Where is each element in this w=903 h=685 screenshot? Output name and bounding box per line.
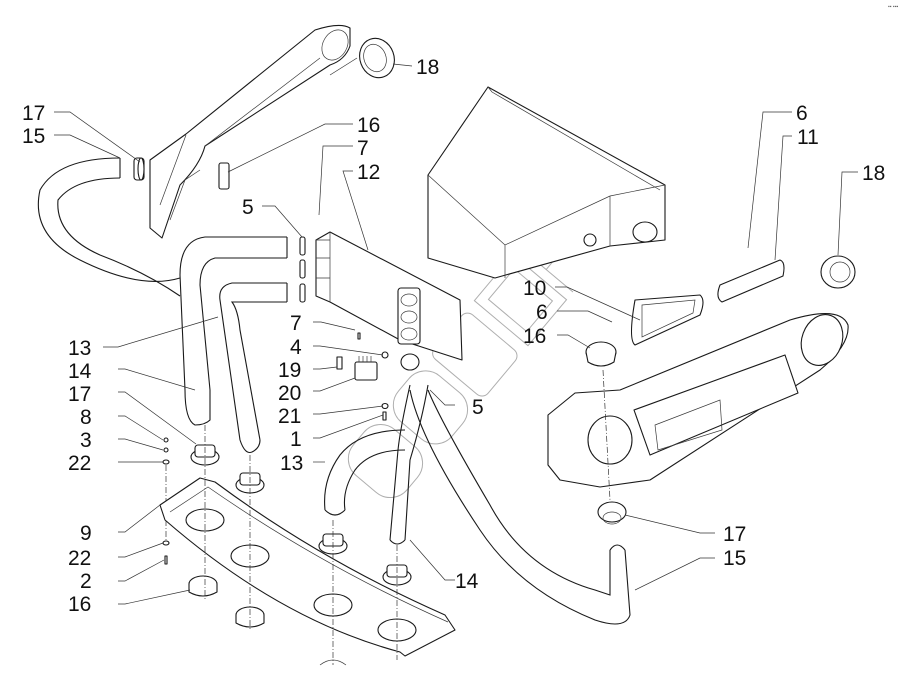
callout-11: 11 <box>797 126 819 149</box>
callout-18: 18 <box>862 162 885 185</box>
callout-17: 17 <box>22 102 45 125</box>
connector-parts <box>336 332 389 421</box>
callout-7: 7 <box>357 137 369 160</box>
callout-2: 2 <box>80 570 92 593</box>
right-duct-panel <box>547 313 849 488</box>
callout-21: 21 <box>278 405 301 428</box>
callout-labels: 18 17 15 16 7 12 5 6 11 18 10 6 16 13 7 … <box>22 56 885 616</box>
callout-16: 16 <box>523 325 546 348</box>
hose-15-upper <box>37 157 181 297</box>
callout-14: 14 <box>68 360 92 383</box>
air-vent-louvre-right <box>820 255 856 289</box>
heater-box <box>427 86 666 279</box>
callout-16: 16 <box>68 593 91 616</box>
callout-22: 22 <box>68 547 91 570</box>
callout-6: 6 <box>796 102 808 125</box>
o-ring <box>400 353 420 371</box>
callout-10: 10 <box>523 277 546 300</box>
callout-13: 13 <box>68 337 91 360</box>
vent-nozzle-right <box>585 341 617 367</box>
callout-5: 5 <box>472 396 484 419</box>
cover-plate <box>717 259 785 303</box>
leader-lines <box>54 63 858 605</box>
hoses-13-14-center <box>324 384 429 545</box>
hoses-13-14-left <box>179 236 288 454</box>
callout-17: 17 <box>723 523 746 546</box>
callout-22: 22 <box>68 452 91 475</box>
air-vent-louvre-top <box>329 37 395 79</box>
callout-16: 16 <box>357 114 380 137</box>
vent-grille-frame <box>630 294 704 346</box>
assembly-axes <box>204 369 611 665</box>
callout-14: 14 <box>455 570 479 593</box>
callout-1: 1 <box>290 428 302 451</box>
hose-clamps <box>299 236 306 303</box>
distribution-panel <box>159 477 456 657</box>
callout-3: 3 <box>80 429 92 452</box>
callout-9: 9 <box>80 522 92 545</box>
callout-19: 19 <box>278 359 301 382</box>
callout-12: 12 <box>357 161 380 184</box>
callout-17: 17 <box>68 383 91 406</box>
callout-7: 7 <box>290 312 302 335</box>
callout-15: 15 <box>22 125 45 148</box>
vent-nozzle-top <box>218 162 230 190</box>
hose-adapter-right <box>597 501 627 525</box>
callout-20: 20 <box>278 382 301 405</box>
callout-6: 6 <box>536 301 548 324</box>
callout-8: 8 <box>80 406 92 429</box>
corner-mark: ▪▪ ▪▪▪ <box>888 4 898 10</box>
hose-15-lower <box>409 389 631 625</box>
callout-4: 4 <box>290 336 302 359</box>
callout-15: 15 <box>723 547 746 570</box>
heater-core <box>315 231 463 361</box>
callout-18: 18 <box>416 56 439 79</box>
upper-duct-housing <box>149 24 351 239</box>
hose-adapter-top <box>133 157 145 181</box>
callout-13: 13 <box>280 452 303 475</box>
callout-5: 5 <box>242 196 254 219</box>
